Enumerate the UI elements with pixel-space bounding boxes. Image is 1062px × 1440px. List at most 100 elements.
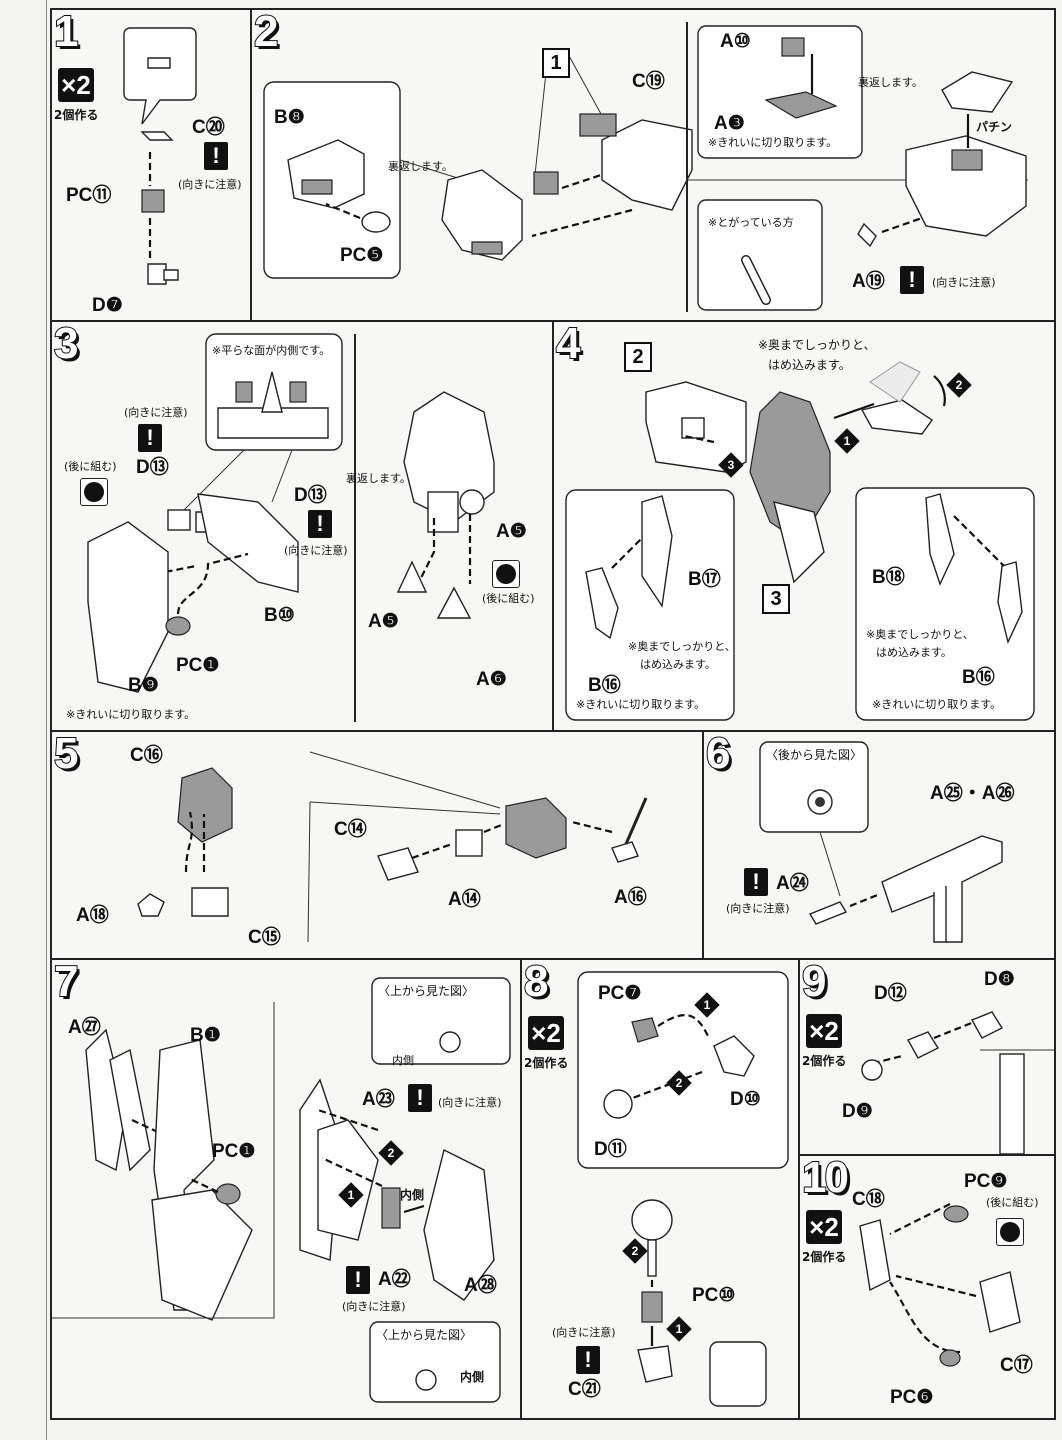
part-label-a16: A⑯ bbox=[614, 887, 647, 908]
caution-icon: ! bbox=[900, 266, 924, 294]
step-7-panel: 7 A㉗ B❶ PC❶ 〈上から見た図〉 内側 A㉓ ! (向きに注意) 2 1… bbox=[50, 958, 522, 1420]
make-two-note: 2個作る bbox=[54, 108, 99, 122]
step-5-panel: 5 C⑯ A⑱ C⑮ C⑭ A⑭ A⑯ bbox=[50, 730, 704, 960]
caution-note: (向きに注意) bbox=[438, 1096, 502, 1109]
caution-note: (向きに注意) bbox=[552, 1326, 616, 1339]
part-label-b9: B❾ bbox=[128, 675, 159, 696]
inside-label-2: 内側 bbox=[400, 1188, 425, 1202]
step-8-panel: 8 ×2 2個作る PC❼ 1 2 D⑩ D⑪ 2 PC⑩ (向きに注意) 1 … bbox=[520, 958, 800, 1420]
caution-note: (向きに注意) bbox=[932, 276, 996, 289]
step-5-diagram bbox=[137, 751, 648, 943]
sub-assembly-3-ref: 3 bbox=[762, 584, 790, 614]
step-1-panel: 1 ×2 2個作る C⑳ ! (向きに注意) PC⑪ D❼ bbox=[50, 8, 252, 322]
part-label-a28: A㉘ bbox=[464, 1275, 497, 1296]
step-6-number: 6 bbox=[705, 730, 732, 778]
part-label-c14: C⑭ bbox=[334, 819, 367, 840]
order-mark-3: 3 bbox=[718, 452, 744, 478]
order-mark-2: 2 bbox=[946, 372, 972, 398]
part-label-b16-a: B⑯ bbox=[588, 675, 621, 696]
step-10-number: 10 bbox=[801, 1154, 850, 1202]
part-label-c20: C⑳ bbox=[192, 117, 225, 138]
part-label-c18: C⑱ bbox=[852, 1189, 885, 1210]
caution-icon: ! bbox=[576, 1346, 600, 1374]
step-8-diagram bbox=[577, 971, 789, 1407]
press-in-note-2: はめ込みます。 bbox=[768, 358, 851, 372]
part-label-pc5: PC❺ bbox=[340, 245, 384, 266]
assemble-later-marker bbox=[492, 560, 520, 588]
part-label-d7: D❼ bbox=[92, 295, 123, 316]
step-7-diagram bbox=[52, 977, 511, 1403]
part-label-c15: C⑮ bbox=[248, 927, 281, 948]
step-9-number: 9 bbox=[801, 958, 828, 1006]
step-3-number: 3 bbox=[53, 320, 80, 368]
part-label-d12: D⑫ bbox=[874, 983, 907, 1004]
part-label-pc11: PC⑪ bbox=[66, 185, 112, 206]
part-label-pc1: PC❶ bbox=[176, 655, 220, 676]
caution-icon: ! bbox=[408, 1084, 432, 1112]
flat-inside-note: ※平らな面が内側です。 bbox=[212, 344, 331, 357]
press-in-note-6: はめ込みます。 bbox=[876, 646, 952, 659]
caution-icon: ! bbox=[744, 868, 768, 896]
multiplier-badge: ×2 bbox=[528, 1016, 564, 1050]
part-label-c17: C⑰ bbox=[1000, 1355, 1033, 1376]
step-4-diagram bbox=[565, 361, 1035, 721]
make-two-note: 2個作る bbox=[802, 1054, 847, 1068]
part-label-d8: D❽ bbox=[984, 969, 1015, 990]
multiplier-badge: ×2 bbox=[806, 1014, 842, 1048]
caution-note: (向きに注意) bbox=[284, 544, 348, 557]
multiplier-badge: ×2 bbox=[58, 68, 94, 102]
step-1-number: 1 bbox=[53, 8, 80, 56]
step-1-diagram bbox=[123, 27, 197, 285]
step-2-panel: 2 B❽ PC❺ 裏返します。 1 C⑲ A⑩ A❸ ※ bbox=[250, 8, 1056, 322]
inside-label-3: 内側 bbox=[460, 1370, 485, 1384]
part-label-pc9: PC❾ bbox=[964, 1171, 1008, 1192]
part-label-a25-a26: A㉕・A㉖ bbox=[930, 783, 1015, 804]
flip-note-2: 裏返します。 bbox=[858, 76, 923, 89]
flip-note: 裏返します。 bbox=[388, 160, 453, 173]
step-3-panel: 3 ※平らな面が内側です。 (向きに注意) ! D⑬ (後に組む) D⑬ ! (… bbox=[50, 320, 554, 732]
part-label-d9: D❾ bbox=[842, 1101, 873, 1122]
sub-assembly-1-ref: 1 bbox=[542, 48, 570, 78]
caution-note: (向きに注意) bbox=[178, 178, 242, 191]
part-label-a23: A㉓ bbox=[362, 1089, 395, 1110]
order-mark-2: 2 bbox=[666, 1070, 692, 1096]
caution-icon: ! bbox=[308, 510, 332, 538]
part-label-a27: A㉗ bbox=[68, 1017, 101, 1038]
part-label-a24: A㉔ bbox=[776, 873, 809, 894]
assemble-later-marker bbox=[80, 478, 108, 506]
make-two-note: 2個作る bbox=[802, 1250, 847, 1264]
multiplier-badge: ×2 bbox=[806, 1210, 842, 1244]
order-mark-1: 1 bbox=[694, 992, 720, 1018]
flip-note: 裏返します。 bbox=[346, 472, 411, 485]
step-10-diagram bbox=[859, 1203, 1021, 1367]
assemble-later-note: (後に組む) bbox=[64, 460, 117, 473]
caution-note: (向きに注意) bbox=[124, 406, 188, 419]
caution-icon: ! bbox=[204, 142, 228, 170]
part-label-a10: A⑩ bbox=[720, 31, 751, 52]
assemble-later-note: (後に組む) bbox=[986, 1196, 1039, 1209]
snap-sound: パチン bbox=[976, 120, 1013, 134]
step-4-panel: 4 2 ※奥までしっかりと、 はめ込みます。 1 2 3 3 B⑰ ※奥までしっ… bbox=[552, 320, 1056, 732]
part-label-b10: B⑩ bbox=[264, 605, 295, 626]
part-label-a22: A㉒ bbox=[378, 1269, 411, 1290]
caution-note: (向きに注意) bbox=[726, 902, 790, 915]
part-label-a5-b: A❺ bbox=[368, 611, 399, 632]
part-label-a3: A❸ bbox=[714, 113, 745, 134]
step-7-number: 7 bbox=[53, 958, 80, 1006]
step-2-diagram bbox=[263, 22, 1028, 312]
step-9-panel: 9 ×2 2個作る D⑫ D❽ D❾ bbox=[798, 958, 1056, 1156]
inside-label-1: 内側 bbox=[392, 1054, 414, 1067]
part-label-a19: A⑲ bbox=[852, 271, 885, 292]
part-label-d10: D⑩ bbox=[730, 1089, 761, 1110]
caution-note: (向きに注意) bbox=[342, 1300, 406, 1313]
cut-clean-note: ※きれいに切り取ります。 bbox=[576, 698, 706, 711]
assemble-later-note: (後に組む) bbox=[482, 592, 535, 605]
top-view-label-2: 〈上から見た図〉 bbox=[376, 1328, 473, 1342]
step-6-diagram bbox=[759, 741, 1003, 943]
part-label-d11: D⑪ bbox=[594, 1139, 627, 1160]
press-in-note-3: ※奥までしっかりと、 bbox=[628, 640, 736, 653]
press-in-note-5: ※奥までしっかりと、 bbox=[866, 628, 974, 641]
press-in-note-4: はめ込みます。 bbox=[640, 658, 716, 671]
step-10-panel: 10 ×2 2個作る C⑱ PC❾ (後に組む) C⑰ PC❻ bbox=[798, 1154, 1056, 1420]
part-label-b18: B⑱ bbox=[872, 567, 905, 588]
